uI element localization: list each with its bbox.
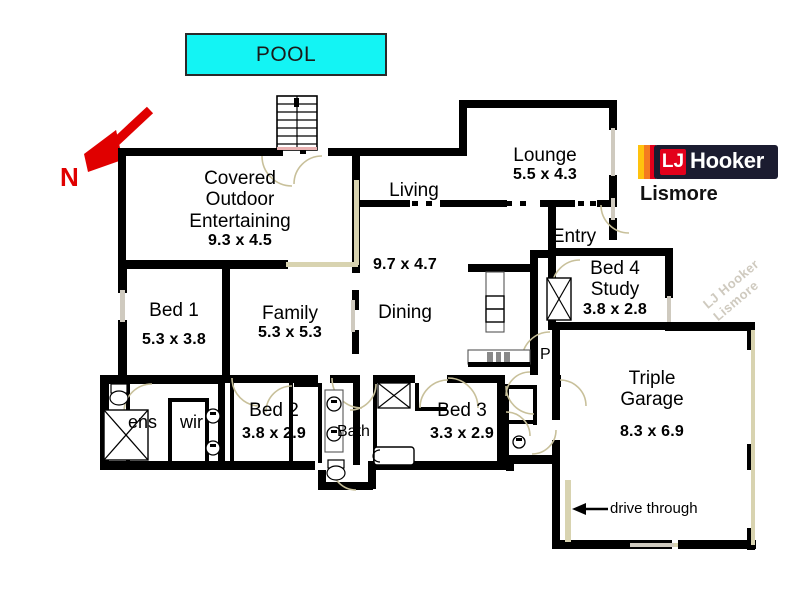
room-label-pantry: P: [540, 346, 551, 363]
room-label-bed-4-study: Bed 4 Study 3.8 x 2.8: [564, 258, 666, 318]
room-dimensions: 3.3 x 2.9: [429, 425, 495, 443]
bathroom-fixtures: [103, 382, 526, 481]
room-name: Bed 2: [249, 400, 299, 421]
logo-initials: LJ: [660, 149, 686, 175]
room-name-line-2: Study: [590, 279, 640, 301]
north-arrow-glyph: [84, 106, 154, 172]
room-dimensions: 9.7 x 4.7: [372, 256, 438, 273]
logo-brand-name: Hooker: [690, 148, 764, 173]
pool-label: POOL: [255, 42, 317, 66]
door-swings: [123, 155, 630, 491]
drive-through-arrow: [572, 503, 608, 515]
room-dimensions: 3.8 x 2.9: [241, 425, 307, 443]
openings: [286, 180, 755, 547]
room-name: Bed 1: [149, 300, 199, 321]
logo-branch-name: Lismore: [640, 183, 718, 205]
room-label-family: Family 5.3 x 5.3: [232, 303, 348, 342]
room-name-line-1: Triple: [628, 368, 676, 389]
room-name: Dining: [378, 302, 432, 323]
room-name: Family: [262, 303, 318, 324]
window-dashes: [276, 148, 596, 206]
room-label-bed-2: Bed 2 3.8 x 2.9: [224, 400, 324, 443]
room-name-line-1: Covered: [204, 168, 276, 189]
north-label: N: [60, 162, 79, 192]
room-label-bath: Bath: [337, 423, 370, 440]
room-name: Living: [389, 180, 439, 201]
room-name: Bed 3: [437, 400, 487, 421]
room-label-bed-1: Bed 1 5.3 x 3.8: [128, 300, 220, 349]
room-label-lounge: Lounge 5.5 x 4.3: [485, 145, 605, 184]
room-label-bed-3: Bed 3 3.3 x 2.9: [412, 400, 512, 443]
room-dimensions: 8.3 x 6.9: [619, 422, 685, 440]
room-dimensions: 9.3 x 4.5: [207, 231, 273, 249]
room-label-triple-garage: Triple Garage 8.3 x 6.9: [598, 368, 706, 440]
drive-through-label: drive through: [610, 500, 698, 517]
room-name-line-2: Outdoor: [205, 189, 275, 211]
room-label-entry: Entry: [536, 226, 612, 247]
room-name: Lounge: [513, 145, 577, 166]
room-dimensions: 5.5 x 4.3: [512, 166, 578, 184]
room-label-dining: Dining: [355, 302, 455, 323]
room-label-living: Living: [368, 180, 460, 201]
room-name-line-2: Garage: [620, 389, 684, 411]
stairs-icon: [276, 95, 318, 151]
room-name: Entry: [551, 226, 597, 247]
logo-color-bar: [638, 145, 656, 179]
room-label-walk-in-robe: wir: [180, 412, 203, 432]
window-glazing: [120, 128, 674, 547]
pool-area: POOL: [185, 33, 387, 76]
laundry-fixtures: [546, 277, 572, 321]
agency-logo: LJ Hooker Lismore: [638, 145, 778, 211]
room-name-line-3: Entertaining: [189, 210, 291, 232]
room-label-covered-outdoor-entertaining: Covered Outdoor Entertaining 9.3 x 4.5: [160, 168, 320, 250]
room-dimensions: 5.3 x 5.3: [257, 324, 323, 342]
north-arrow: N: [58, 100, 178, 200]
logo-badge: LJ Hooker: [654, 145, 778, 179]
room-name-line-1: Bed 4: [590, 258, 640, 279]
room-label-ensuite: ens: [128, 412, 158, 432]
room-dimensions: 5.3 x 3.8: [141, 331, 207, 349]
kitchen-fixtures: [467, 265, 531, 367]
room-label-dining-dimensions: 9.7 x 4.7: [340, 256, 470, 274]
room-dimensions: 3.8 x 2.8: [582, 300, 648, 318]
